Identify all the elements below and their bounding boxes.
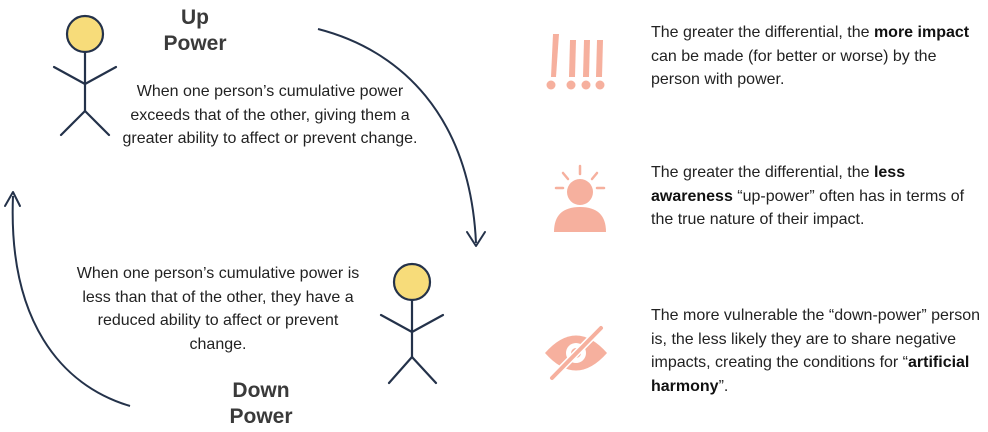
bottom-arrow <box>11 195 131 407</box>
top-arrow-head <box>466 231 486 247</box>
down-power-title-line2: Power <box>229 405 293 428</box>
top-arrow <box>317 28 477 244</box>
person-awareness-icon <box>554 164 606 232</box>
awareness-point: The greater the differential, the less a… <box>651 161 981 232</box>
artificial-harmony-point-emphasis: artificial harmony <box>651 354 970 395</box>
impact-point: The greater the differential, the more i… <box>651 21 981 92</box>
up-power-title-line2: Power <box>163 32 227 55</box>
down-power-description: When one person’s cumulative power is le… <box>76 265 360 353</box>
up-power-figure-head <box>65 14 105 54</box>
artificial-harmony-point-text-after: ”. <box>718 377 729 395</box>
down-power-title: Down Power <box>215 378 307 430</box>
impact-point-text-before: The greater the differential, the <box>651 24 874 41</box>
down-power-figure <box>379 262 445 385</box>
down-power-figure-head <box>392 262 432 302</box>
impact-point-emphasis: more impact <box>873 24 970 41</box>
awareness-point-emphasis: less awareness <box>651 164 906 205</box>
impact-point-text-after: can be made (for better or worse) by the… <box>651 47 937 89</box>
artificial-harmony-point-text-before: The more vulnerable the “down-power” per… <box>651 307 981 371</box>
artificial-harmony-point: The more vulnerable the “down-power” per… <box>651 304 981 398</box>
up-power-title-line1: Up <box>181 6 209 29</box>
awareness-point-text-before: The greater the differential, the <box>651 164 874 181</box>
up-power-figure <box>52 14 118 137</box>
eye-slash-icon <box>545 324 607 382</box>
exclamation-impact-icon <box>546 34 605 90</box>
awareness-point-text-after: “up-power” often has in terms of the tru… <box>651 187 965 229</box>
up-power-title: Up Power <box>150 5 240 57</box>
bottom-arrow-head <box>4 191 21 207</box>
down-power-title-line1: Down <box>232 379 290 402</box>
up-power-description: When one person’s cumulative power excee… <box>122 83 418 147</box>
